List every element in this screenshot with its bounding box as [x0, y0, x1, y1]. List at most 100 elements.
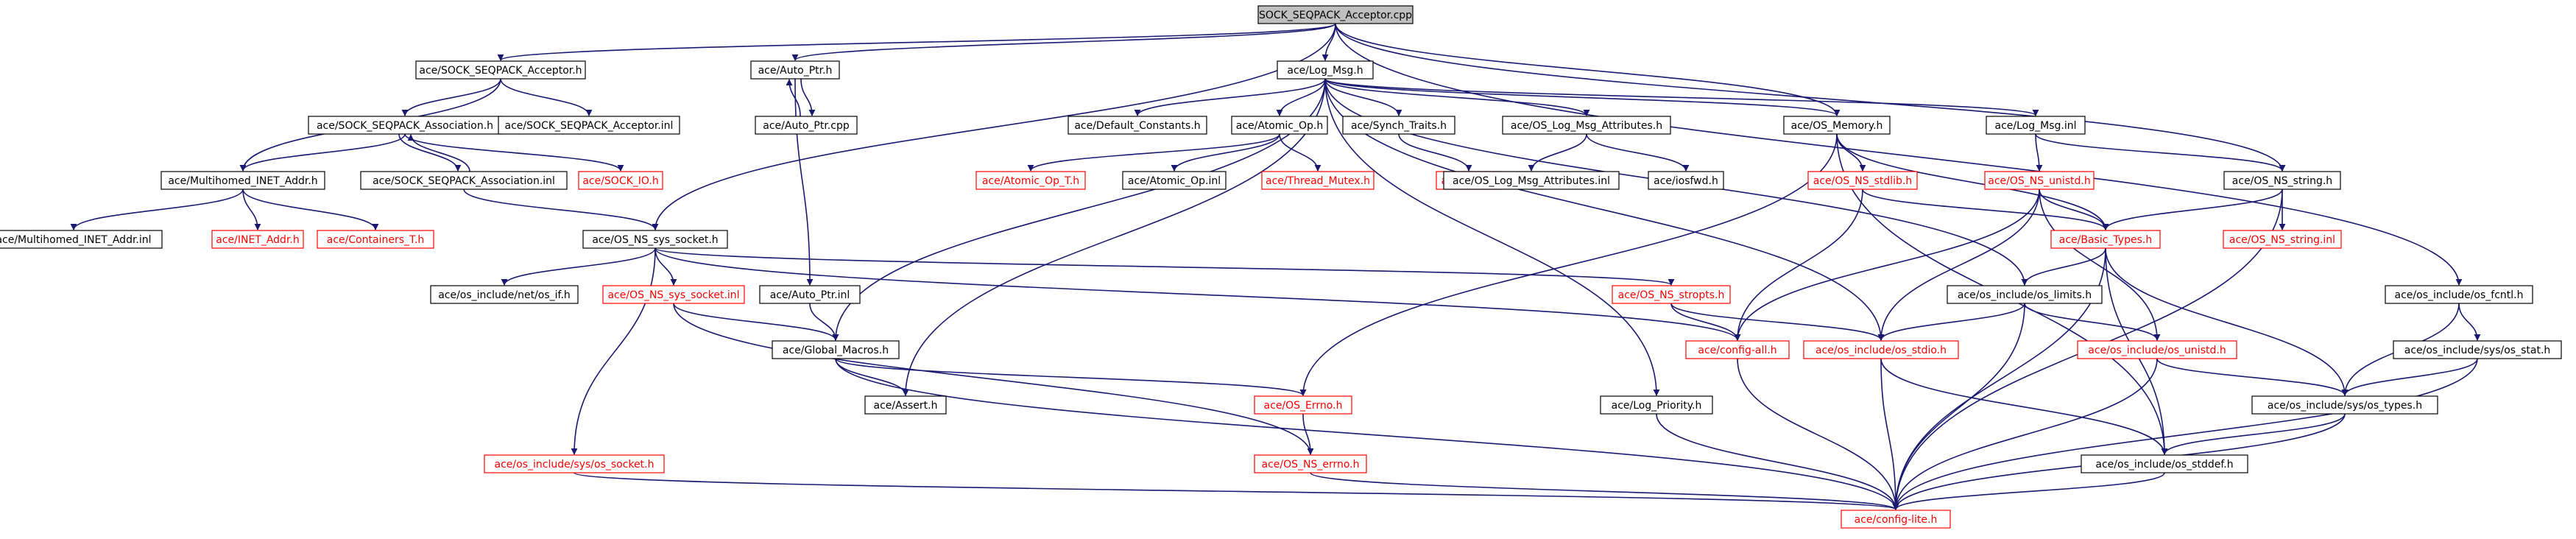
- node-box: [317, 230, 434, 249]
- node-osstropts-h[interactable]: ace/OS_NS_stropts.h: [1612, 285, 1731, 304]
- node-ssa-h[interactable]: ace/SOCK_SEQPACK_Acceptor.h: [415, 60, 586, 80]
- node-logmsg-inl[interactable]: ace/Log_Msg.inl: [1986, 116, 2086, 135]
- node-osunistd-h[interactable]: ace/OS_NS_unistd.h: [1984, 171, 2095, 190]
- edge-osinclunistd_h-to-configlite_h: [1892, 358, 2158, 510]
- node-label: ace/Default_Constants.h: [1074, 120, 1200, 132]
- node-label: ace/Global_Macros.h: [783, 345, 889, 356]
- node-label: ace/OS_NS_string.h: [2232, 175, 2332, 187]
- node-label: ace/OS_NS_string.inl: [2229, 234, 2335, 246]
- node-label: ace/os_include/sys/os_stat.h: [2404, 345, 2551, 356]
- node-label: ace/Auto_Ptr.cpp: [763, 120, 850, 132]
- node-box: [2223, 230, 2342, 249]
- node-sockio-h[interactable]: ace/SOCK_IO.h: [578, 171, 663, 190]
- edge-mhinet_h-to-mhinet_inl: [70, 189, 244, 230]
- node-atomicT-h[interactable]: ace/Atomic_Op_T.h: [975, 171, 1086, 190]
- node-osinclunistd-h[interactable]: ace/os_include/os_unistd.h: [2077, 340, 2237, 359]
- node-autoptr-h[interactable]: ace/Auto_Ptr.h: [750, 60, 840, 80]
- edge-oslimits_h-to-configlite_h: [1892, 303, 2025, 510]
- edge-logmsg_inl-to-osstring_h: [2035, 133, 2286, 172]
- node-mhinet-inl[interactable]: ace/Multihomed_INET_Addr.inl: [0, 230, 163, 249]
- node-box: [772, 340, 900, 359]
- node-stddef-h[interactable]: ace/os_include/os_stddef.h: [2081, 454, 2248, 473]
- edge-logmsg_h-to-assert_h: [902, 78, 1326, 396]
- node-box: [1068, 116, 1207, 135]
- node-label: ace/os_include/sys/os_socket.h: [495, 459, 654, 471]
- edge-root-to-logmsg_h: [1321, 23, 1336, 61]
- node-basictypes-h[interactable]: ace/Basic_Types.h: [2050, 230, 2161, 249]
- node-box: [1612, 285, 1731, 304]
- node-label: ace/Multihomed_INET_Addr.inl: [0, 234, 152, 246]
- edge-root-to-osfcntl_h: [1335, 23, 2463, 286]
- node-ssassoc-h[interactable]: ace/SOCK_SEQPACK_Association.h: [308, 116, 502, 135]
- node-ossocket-inl[interactable]: ace/OS_NS_sys_socket.inl: [602, 285, 745, 304]
- node-label: ace/os_include/sys/os_types.h: [2268, 400, 2422, 412]
- edge-osnserrno_h-to-configlite_h: [1310, 472, 1899, 510]
- edge-root-to-ssa_h: [497, 23, 1336, 61]
- node-box: [759, 285, 861, 304]
- node-box: [1122, 171, 1227, 190]
- node-ssassoc-inl[interactable]: ace/SOCK_SEQPACK_Association.inl: [360, 171, 568, 190]
- node-osstring-inl[interactable]: ace/OS_NS_string.inl: [2223, 230, 2342, 249]
- node-label: ace/SOCK_IO.h: [582, 175, 658, 187]
- node-atomic-h[interactable]: ace/Atomic_Op.h: [1231, 116, 1328, 135]
- node-osstdio-h[interactable]: ace/os_include/os_stdio.h: [1803, 340, 1959, 359]
- node-inetaddr-h[interactable]: ace/INET_Addr.h: [211, 230, 304, 249]
- node-ossocket-h[interactable]: ace/OS_NS_sys_socket.h: [582, 230, 728, 249]
- node-osnserrno-h[interactable]: ace/OS_NS_errno.h: [1254, 454, 1367, 473]
- node-configlite-h[interactable]: ace/config-lite.h: [1841, 510, 1951, 529]
- node-mhinet-h[interactable]: ace/Multihomed_INET_Addr.h: [160, 171, 325, 190]
- node-oserrno-h[interactable]: ace/OS_Errno.h: [1254, 395, 1352, 415]
- node-ssa-inl[interactable]: ace/SOCK_SEQPACK_Acceptor.inl: [498, 116, 680, 135]
- node-box: [2077, 340, 2237, 359]
- node-syssocket-h[interactable]: ace/os_include/sys/os_socket.h: [484, 454, 665, 473]
- node-oslogattr-inl[interactable]: ace/OS_Log_Msg_Attributes.inl: [1443, 171, 1620, 190]
- edge-systypes_h-to-stddef_h: [2161, 413, 2346, 455]
- node-systypes-h[interactable]: ace/os_include/sys/os_types.h: [2251, 395, 2438, 415]
- node-box: [975, 171, 1086, 190]
- edge-globalmacros_h-to-configlite_h: [835, 358, 1899, 510]
- node-oslogattr-h[interactable]: ace/OS_Log_Msg_Attributes.h: [1502, 116, 1671, 135]
- node-oslimits-h[interactable]: ace/os_include/os_limits.h: [1947, 285, 2103, 304]
- node-logmsg-h[interactable]: ace/Log_Msg.h: [1277, 60, 1374, 80]
- node-label: ace/os_include/os_stddef.h: [2095, 459, 2233, 471]
- edge-oslimits_h-to-osinclunistd_h: [2024, 303, 2161, 341]
- node-box: [2223, 171, 2341, 190]
- node-containersT-h[interactable]: ace/Containers_T.h: [317, 230, 434, 249]
- edge-logmsg_h-to-synch_h: [1324, 78, 1402, 116]
- node-configall-h[interactable]: ace/config-all.h: [1685, 340, 1790, 359]
- node-root[interactable]: SOCK_SEQPACK_Acceptor.cpp: [1257, 5, 1414, 24]
- node-label: ace/Auto_Ptr.h: [758, 65, 833, 77]
- edge-oserrno_h-to-osnserrno_h: [1302, 413, 1314, 455]
- node-osstring-h[interactable]: ace/OS_NS_string.h: [2223, 171, 2341, 190]
- node-label: ace/Synch_Traits.h: [1351, 120, 1447, 132]
- node-label: ace/SOCK_SEQPACK_Acceptor.inl: [505, 120, 674, 132]
- edge-osstdio_h-to-stddef_h: [1880, 358, 2168, 455]
- node-sysstat-h[interactable]: ace/os_include/sys/os_stat.h: [2393, 340, 2562, 359]
- node-label: ace/Log_Msg.inl: [1995, 120, 2077, 132]
- node-defconst-h[interactable]: ace/Default_Constants.h: [1068, 116, 1207, 135]
- edge-osstropts_h-to-osstdio_h: [1670, 303, 1885, 341]
- node-label: ace/SOCK_SEQPACK_Acceptor.h: [419, 65, 582, 77]
- node-label: ace/OS_Log_Msg_Attributes.h: [1511, 120, 1662, 132]
- node-box: [1648, 171, 1724, 190]
- node-autoptr-inl[interactable]: ace/Auto_Ptr.inl: [759, 285, 861, 304]
- node-autoptr-cpp[interactable]: ace/Auto_Ptr.cpp: [755, 116, 858, 135]
- node-osmem-h[interactable]: ace/OS_Memory.h: [1783, 116, 1891, 135]
- node-atomic-inl[interactable]: ace/Atomic_Op.inl: [1122, 171, 1227, 190]
- node-globalmacros-h[interactable]: ace/Global_Macros.h: [772, 340, 900, 359]
- node-netif-h[interactable]: ace/os_include/net/os_if.h: [430, 285, 579, 304]
- node-box: [1986, 116, 2086, 135]
- node-assert-h[interactable]: ace/Assert.h: [864, 395, 947, 415]
- node-box: [2385, 285, 2533, 304]
- node-label: ace/os_include/os_fcntl.h: [2395, 289, 2524, 301]
- edge-root-to-osstring_h: [1335, 23, 2286, 172]
- node-osfcntl-h[interactable]: ace/os_include/os_fcntl.h: [2385, 285, 2533, 304]
- node-osstdlib-h[interactable]: ace/OS_NS_stdlib.h: [1807, 171, 1918, 190]
- edge-logmsg_h-to-defconst_h: [1134, 78, 1326, 116]
- node-iosfwd-h[interactable]: ace/iosfwd.h: [1648, 171, 1724, 190]
- node-thrmutex-h[interactable]: ace/Thread_Mutex.h: [1261, 171, 1375, 190]
- node-synch-h[interactable]: ace/Synch_Traits.h: [1342, 116, 1455, 135]
- node-box: [1783, 116, 1891, 135]
- node-logprio-h[interactable]: ace/Log_Priority.h: [1600, 395, 1713, 415]
- node-box: [2081, 454, 2248, 473]
